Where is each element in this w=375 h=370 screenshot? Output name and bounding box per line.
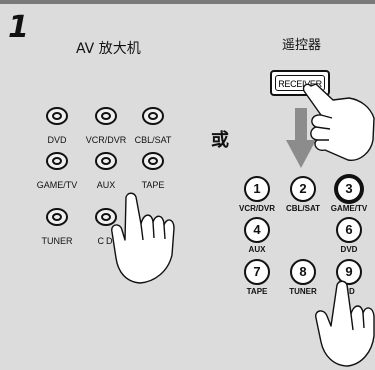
pointing-hand-cd-button	[315, 280, 375, 367]
amplifier-title: AV 放大机	[76, 41, 141, 57]
remote-button-8[interactable]: 8	[290, 259, 316, 285]
pointing-hand-receiver	[302, 83, 375, 161]
remote-label-vcr-dvr: VCR/DVR	[238, 204, 275, 213]
remote-label-aux: AUX	[248, 245, 266, 254]
knob-label-tape: TAPE	[141, 180, 165, 190]
knob-label-cd: CD	[97, 236, 115, 246]
remote-label-tape: TAPE	[246, 287, 268, 296]
remote-label-game-tv: GAME/TV	[330, 204, 368, 213]
remote-title: 遥控器	[282, 38, 322, 53]
knob-tape[interactable]	[142, 152, 164, 170]
knob-label-dvd: DVD	[47, 135, 67, 145]
knob-label-aux: AUX	[96, 180, 116, 190]
receiver-label: RECEIVER	[275, 75, 325, 91]
knob-vcr-dvr[interactable]	[95, 107, 117, 125]
remote-button-2[interactable]: 2	[290, 176, 316, 202]
knob-cd[interactable]	[95, 208, 117, 226]
remote-button-3[interactable]: 3	[336, 176, 362, 202]
remote-button-7[interactable]: 7	[244, 259, 270, 285]
or-text: 或	[211, 130, 229, 151]
remote-button-1[interactable]: 1	[244, 176, 270, 202]
knob-cbl-sat[interactable]	[142, 107, 164, 125]
remote-button-4[interactable]: 4	[244, 217, 270, 243]
remote-label-cd: CD	[343, 287, 355, 296]
knob-game-tv[interactable]	[46, 152, 68, 170]
down-arrow	[286, 108, 316, 168]
knob-label-tuner: TUNER	[41, 236, 73, 246]
remote-label-tuner: TUNER	[289, 287, 317, 296]
top-rule	[0, 0, 375, 4]
pointing-hand-amplifier	[111, 192, 175, 284]
knob-label-game-tv: GAME/TV	[36, 180, 78, 190]
remote-label-cbl-sat: CBL/SAT	[285, 204, 321, 213]
knob-aux[interactable]	[95, 152, 117, 170]
remote-label-dvd: DVD	[340, 245, 358, 254]
knob-tuner[interactable]	[46, 208, 68, 226]
knob-label-vcr-dvr: VCR/DVR	[85, 135, 127, 145]
step-number: 1	[8, 10, 29, 45]
remote-button-9[interactable]: 9	[336, 259, 362, 285]
remote-button-6[interactable]: 6	[336, 217, 362, 243]
knob-label-cbl-sat: CBL/SAT	[134, 135, 172, 145]
knob-dvd[interactable]	[46, 107, 68, 125]
receiver-button[interactable]: RECEIVER	[270, 70, 330, 96]
